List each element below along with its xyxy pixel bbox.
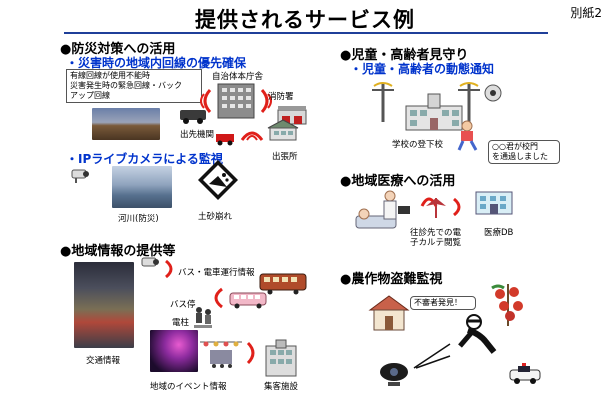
branch-office-icon — [267, 119, 299, 141]
outpost-vehicle-icon — [180, 110, 206, 124]
disaster-heading: ●防災対策への活用 — [60, 42, 176, 57]
children-subheading: ・児童・高齢者の動態通知 — [350, 62, 495, 76]
backup-note-box: 有線回線が使用不能時 災害発生時の緊急回線・バック アップ回線 — [66, 69, 202, 103]
thief-icon — [458, 314, 497, 354]
school-commute-label: 学校の登下校 — [392, 140, 444, 150]
crop-heading: ●農作物盗難監視 — [340, 272, 443, 287]
festival-icon — [200, 341, 242, 368]
camera-icon — [141, 257, 159, 267]
camera-icon — [71, 169, 89, 183]
tram-icon — [259, 273, 307, 295]
event-photo — [150, 330, 198, 372]
landslide-label: 土砂崩れ — [198, 212, 233, 222]
page-title: 提供されるサービス例 — [195, 8, 415, 32]
outpost-label: 出先機関 — [180, 130, 215, 140]
utility-pole-icon — [372, 82, 394, 122]
river-photo — [112, 166, 172, 208]
branch-office-label: 出張所 — [272, 152, 298, 162]
surveillance-camera-icon — [380, 363, 408, 386]
medical-db-building-icon — [475, 191, 513, 215]
backup-note-line-2: 災害発生時の緊急回線・バック — [70, 81, 182, 90]
traffic-label: 交通情報 — [86, 356, 121, 366]
notification-line-1: ○○君が校門 — [492, 142, 538, 151]
alert-text: 不審者発見！ — [414, 298, 462, 307]
facility-label: 集客施設 — [264, 382, 299, 392]
title-underline — [64, 32, 548, 34]
bus-stop-people-icon — [194, 307, 212, 328]
hq-building-icon — [217, 83, 255, 119]
bus-stop-label: バス停 — [170, 300, 196, 310]
backup-note-line-3: アップ回線 — [70, 91, 110, 100]
pole-label: 電柱 — [172, 318, 190, 328]
fruit-tree-icon — [491, 284, 523, 326]
child-icon — [457, 120, 478, 151]
medical-heading: ●地域医療への活用 — [340, 174, 456, 189]
children-heading: ●児童・高齢者見守り — [340, 48, 469, 63]
signal-wave-icon — [246, 341, 255, 365]
signal-wave-icon — [260, 88, 272, 114]
priority-subheading: ・災害時の地域内回線の優先確保 — [66, 56, 247, 70]
ip-camera-subheading: ・IPライブカメラによる監視 — [66, 152, 223, 166]
caduceus-icon — [426, 198, 446, 218]
signal-wave-icon — [240, 131, 264, 141]
camera-icon — [484, 84, 502, 102]
alert-bubble: 不審者発見！ — [410, 296, 476, 310]
hq-label: 自治体本庁舎 — [212, 72, 264, 82]
appendix-label: 別紙2 — [570, 6, 602, 20]
utility-pole-icon — [458, 82, 480, 122]
events-label: 地域のイベント情報 — [150, 382, 227, 392]
facility-building-icon — [265, 339, 297, 377]
fire-truck-icon — [216, 134, 234, 146]
bus-icon — [229, 292, 267, 309]
signal-wave-icon — [200, 88, 212, 114]
traffic-photo — [74, 262, 134, 348]
police-car-icon — [509, 363, 541, 384]
signal-wave-icon — [214, 287, 223, 309]
home-visit-illustration — [355, 190, 410, 229]
signal-wave-icon — [453, 197, 461, 217]
camera-view-lines — [413, 343, 451, 369]
disaster-scene-photo — [92, 108, 160, 140]
home-visit-line-1: 往診先での電 — [410, 228, 462, 238]
medical-db-label: 医療DB — [484, 228, 514, 238]
signal-wave-icon — [165, 259, 173, 279]
farmhouse-icon — [368, 295, 410, 331]
notification-bubble: ○○君が校門 を通過しました — [488, 140, 560, 164]
home-visit-line-2: 子カルテ閲覧 — [410, 238, 462, 248]
fire-station-label: 消防署 — [268, 92, 294, 102]
transit-info-label: バス・電車運行情報 — [178, 268, 255, 278]
school-building-icon — [405, 93, 463, 131]
backup-note-line-1: 有線回線が使用不能時 — [70, 71, 150, 80]
info-heading: ●地域情報の提供等 — [60, 244, 176, 259]
landslide-warning-icon — [198, 160, 238, 200]
river-label: 河川(防災) — [118, 214, 159, 224]
notification-line-2: を通過しました — [492, 152, 548, 161]
home-visit-label: 往診先での電 子カルテ閲覧 — [410, 228, 461, 248]
